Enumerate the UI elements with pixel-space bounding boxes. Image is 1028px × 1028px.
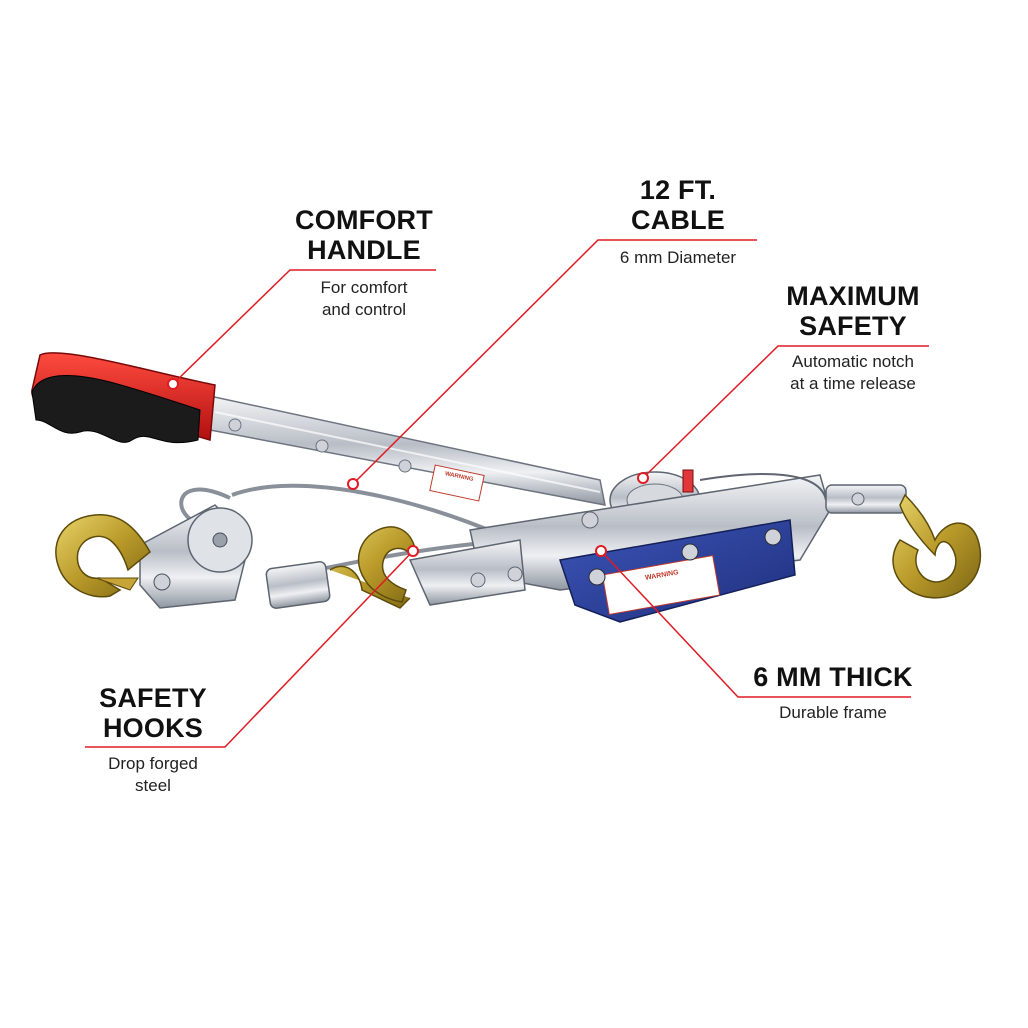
leader-thick-frame [600, 550, 911, 698]
link-plate [408, 539, 526, 606]
callout-title: 12 FT. CABLE [631, 175, 725, 235]
callout-thick-frame: 6 MM THICK Durable frame [735, 662, 931, 724]
blue-side-plate [559, 519, 796, 623]
marker-safety-hooks [407, 545, 419, 557]
middle-hook [329, 526, 416, 609]
marker-comfort-handle [167, 378, 179, 390]
callout-safety-hooks: SAFETY HOOKS Drop forged steel [63, 683, 243, 797]
leader-lines [85, 239, 929, 748]
pulley-block [139, 504, 253, 609]
right-hook [892, 493, 981, 599]
marker-cable [347, 478, 359, 490]
marker-thick-frame [595, 545, 607, 557]
callout-maximum-safety: MAXIMUM SAFETY Automatic notch at a time… [758, 281, 948, 395]
callout-subtitle: Automatic notch at a time release [790, 352, 916, 393]
callout-title: 6 MM THICK [753, 662, 913, 692]
callout-title: SAFETY HOOKS [99, 683, 207, 743]
callout-comfort-handle: COMFORT HANDLE For comfort and control [262, 205, 466, 321]
marker-maximum-safety [637, 472, 649, 484]
leader-safety-hooks [85, 550, 414, 748]
leader-cable [352, 239, 757, 485]
right-shackle [825, 484, 907, 514]
comfort-grip [31, 352, 216, 444]
callout-subtitle: 6 mm Diameter [619, 248, 737, 267]
callout-title: MAXIMUM SAFETY [786, 281, 920, 341]
callout-title: COMFORT HANDLE [295, 205, 433, 265]
left-hook [55, 514, 151, 598]
callout-subtitle: Drop forged steel [108, 754, 198, 795]
callout-subtitle: Durable frame [779, 703, 887, 722]
leader-comfort-handle [172, 269, 436, 385]
callout-cable: 12 FT. CABLE 6 mm Diameter [578, 175, 778, 269]
leader-maximum-safety [642, 345, 929, 479]
callout-subtitle: For comfort and control [320, 278, 408, 319]
middle-shackle [265, 561, 331, 609]
